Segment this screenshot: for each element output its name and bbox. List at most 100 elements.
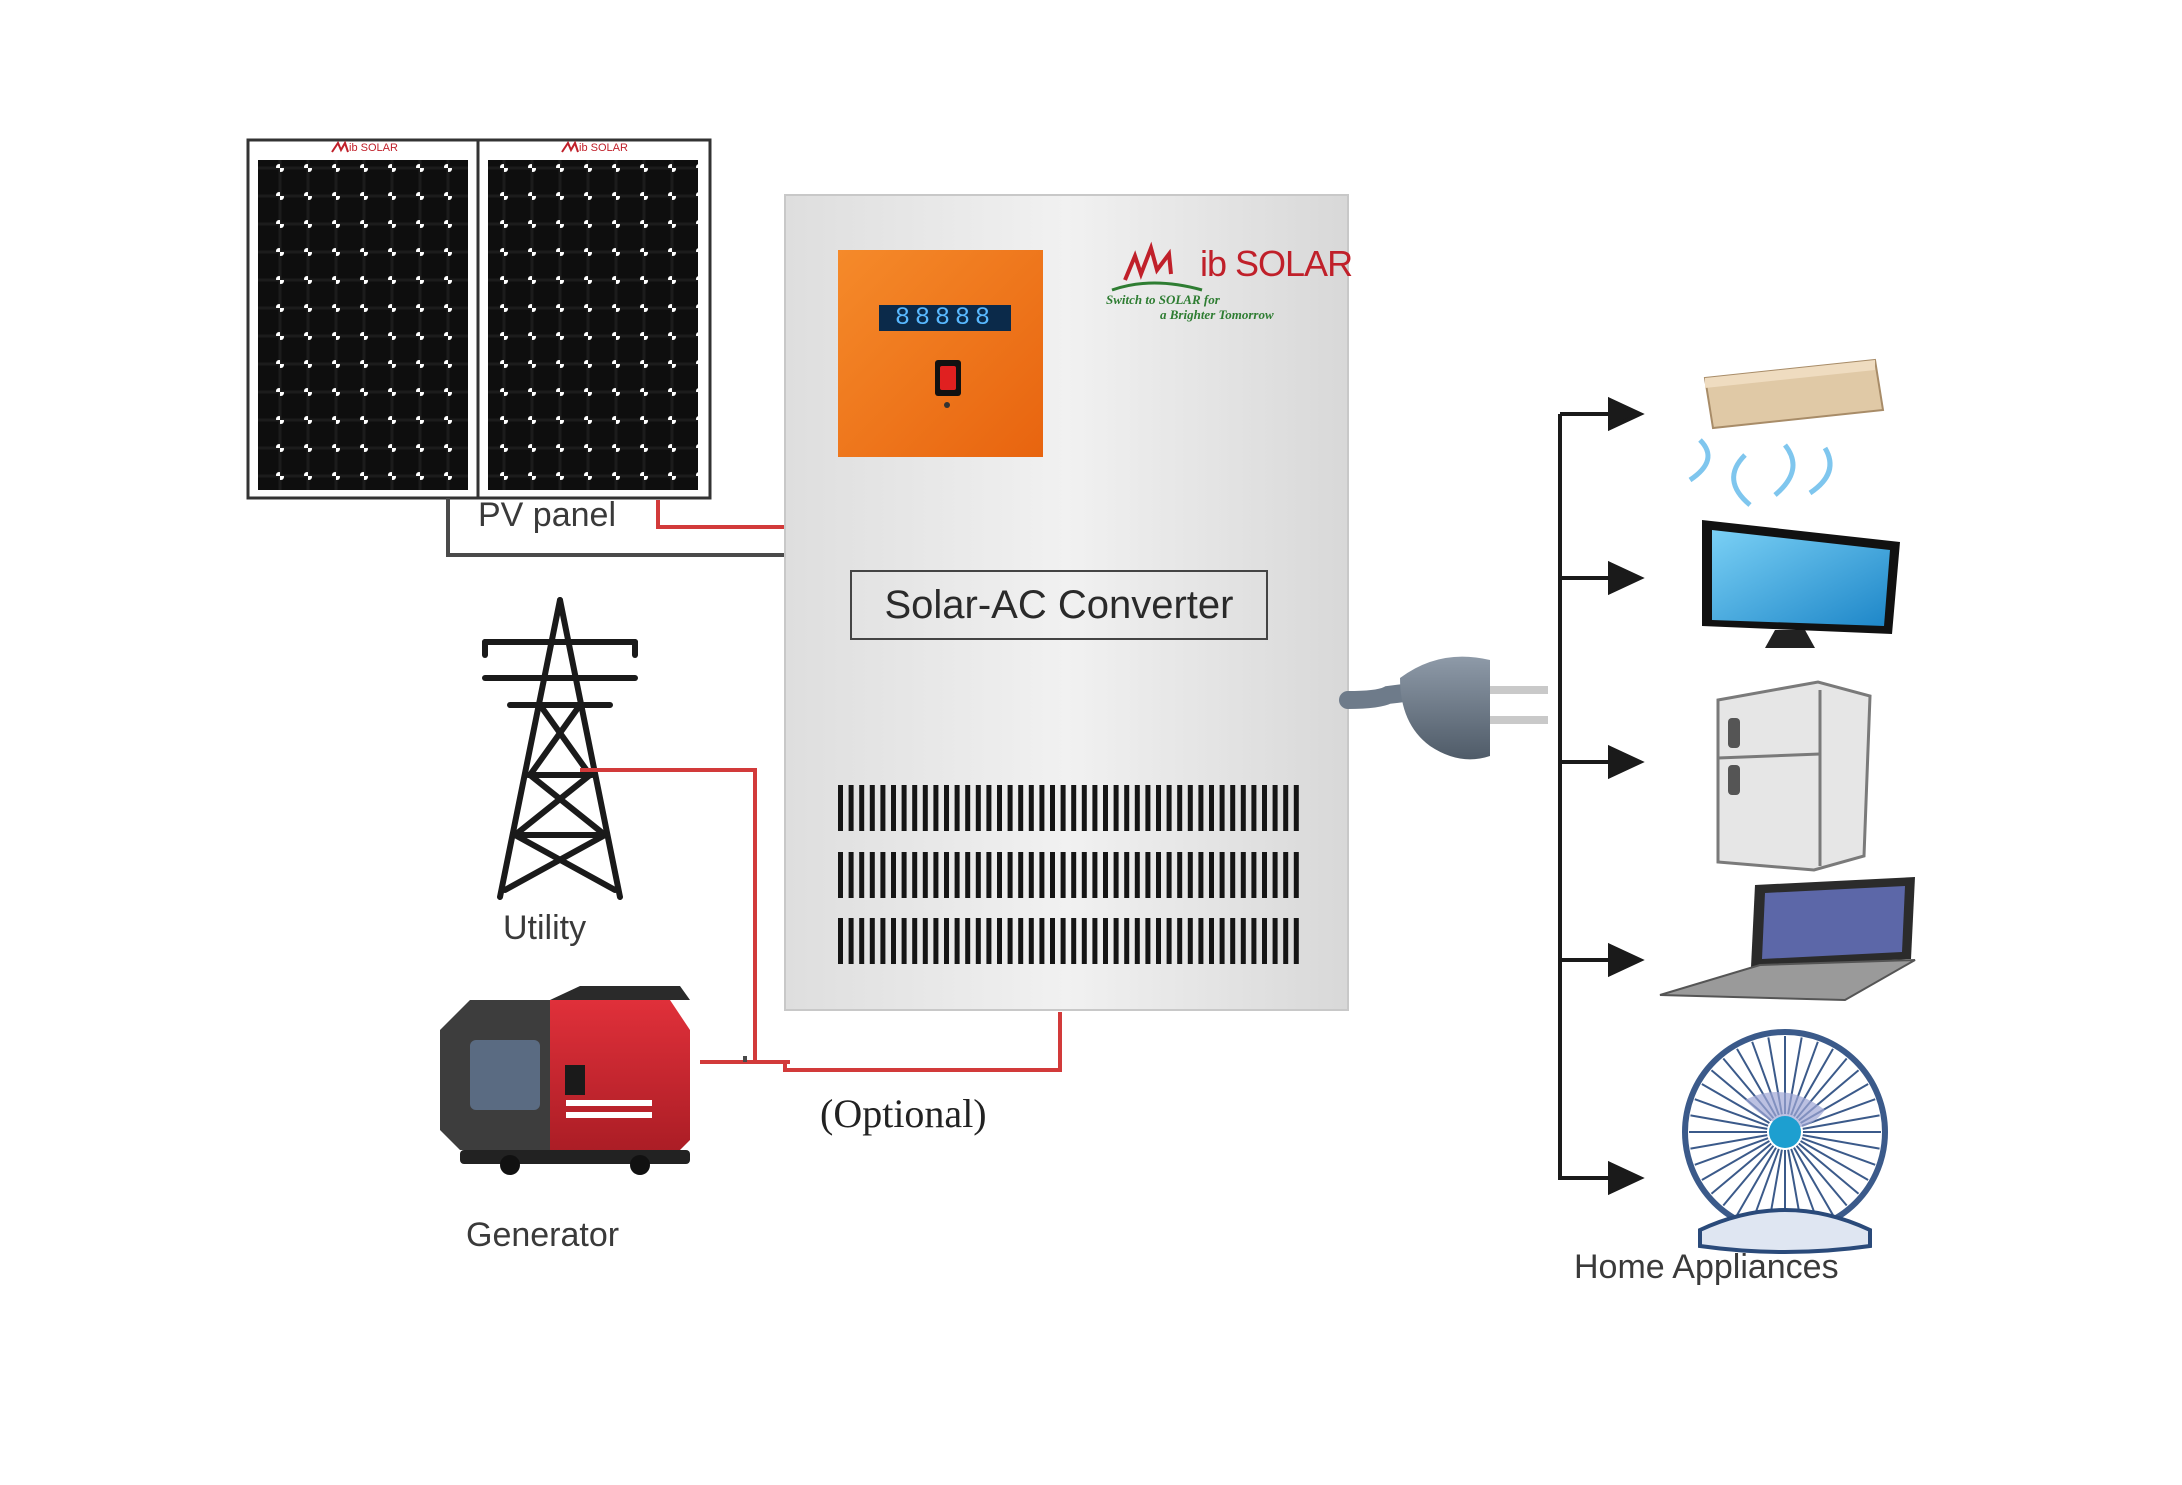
fan-spoke [1690, 1114, 1768, 1130]
fan-spoke [1793, 1147, 1834, 1216]
vent-slot [1081, 785, 1087, 831]
vent-slot [1251, 918, 1257, 964]
pv-panel-right [488, 160, 698, 490]
vent-slot [997, 918, 1002, 964]
vent-slot [1272, 918, 1278, 964]
vent-slot [1007, 918, 1013, 964]
control-panel [838, 250, 1043, 457]
vent-slot [944, 852, 949, 898]
vent-slot [1028, 852, 1034, 898]
vent-slot [1230, 852, 1236, 898]
vent-slot [965, 785, 971, 831]
generator-icon [440, 986, 690, 1175]
pv-panel-label: PV panel [478, 496, 616, 534]
vent-slot [1230, 785, 1236, 831]
vent-slot [869, 918, 875, 964]
vent-slot [838, 918, 843, 964]
fan-spoke [1701, 1083, 1770, 1124]
fan-spoke [1690, 1134, 1768, 1150]
vent-slot [901, 918, 907, 964]
vent-slot [1187, 918, 1193, 964]
fan-spoke [1710, 1142, 1772, 1195]
vent-slot [1103, 852, 1108, 898]
vent-slot [975, 852, 981, 898]
vent-slot [1134, 918, 1140, 964]
vent-slot [1039, 852, 1045, 898]
vent-slot [1177, 785, 1183, 831]
fan-spoke [1790, 1148, 1819, 1223]
vent-slot [1156, 852, 1161, 898]
fan-spoke [1694, 1098, 1769, 1127]
arrow-icon [1608, 942, 1645, 978]
digital-display: 88888 [879, 305, 1011, 331]
pv-panel-left [258, 160, 468, 490]
vent-slot [1262, 852, 1267, 898]
vent-slot [1198, 918, 1204, 964]
vent-slot [1018, 918, 1024, 964]
vent-slot [1039, 785, 1045, 831]
arrow-icon [1608, 560, 1645, 596]
vent-slot [869, 785, 875, 831]
panel-logo-icon [561, 140, 579, 153]
vent-slot [1219, 852, 1225, 898]
fan-spoke [1801, 1098, 1876, 1127]
vent-slot [1113, 785, 1119, 831]
vent-slot [1156, 918, 1161, 964]
vent-slot [1113, 918, 1119, 964]
vent-slot [1071, 852, 1077, 898]
converter-label: Solar-AC Converter [850, 570, 1268, 640]
vent-slot [1219, 785, 1225, 831]
home-appliances-label: Home Appliances [1574, 1248, 1839, 1286]
ac-plug-icon [1339, 656, 1548, 760]
distribution-bus [1558, 396, 1645, 1196]
fan-spoke [1800, 1140, 1869, 1181]
vent-slot [1134, 852, 1140, 898]
fan-icon [1682, 1029, 1888, 1254]
utility-tower-icon [482, 597, 638, 900]
vent-slot [1177, 852, 1183, 898]
fan-spoke [1802, 1114, 1880, 1130]
tv-icon [1702, 520, 1900, 648]
vent-slot [912, 852, 918, 898]
vent-slot [1081, 918, 1087, 964]
vent-slot [1071, 918, 1077, 964]
vent-slot [997, 852, 1002, 898]
brand-logo-icon [1111, 241, 1203, 292]
vent-slot [997, 785, 1002, 831]
fan-spoke [1802, 1134, 1880, 1150]
vent-slot [1240, 918, 1246, 964]
vent-slot [1166, 918, 1172, 964]
vent-slot [1219, 918, 1225, 964]
air-conditioner-icon [1688, 358, 1885, 507]
vent-slot [1177, 918, 1183, 964]
vent-slot [848, 918, 854, 964]
arrow-icon [1608, 1160, 1645, 1196]
vent-slot [901, 852, 907, 898]
vent-slot [1018, 785, 1024, 831]
vent-slot [1187, 852, 1193, 898]
vent-slot [891, 918, 896, 964]
arrow-icon [1608, 396, 1645, 432]
vent-slot [1134, 785, 1140, 831]
vent-slot [1272, 785, 1278, 831]
vent-slot [1166, 852, 1172, 898]
vent-slot [838, 785, 843, 831]
vent-slot [891, 785, 896, 831]
vent-slot [1050, 785, 1055, 831]
vent-slot [986, 918, 992, 964]
pv-panels [246, 138, 712, 500]
vent-slot [848, 852, 854, 898]
vent-slot [1145, 918, 1151, 964]
vent-slot [1240, 785, 1246, 831]
vent-slot [880, 918, 886, 964]
optional-label: (Optional) [820, 1091, 987, 1136]
vent-slot [848, 785, 854, 831]
vent-slot [1293, 918, 1299, 964]
vent-grille [838, 785, 1299, 964]
vent-slot [1209, 852, 1214, 898]
fridge-icon [1716, 680, 1872, 872]
utility-label: Utility [503, 909, 587, 947]
vent-slot [1103, 785, 1108, 831]
vent-slot [954, 785, 960, 831]
